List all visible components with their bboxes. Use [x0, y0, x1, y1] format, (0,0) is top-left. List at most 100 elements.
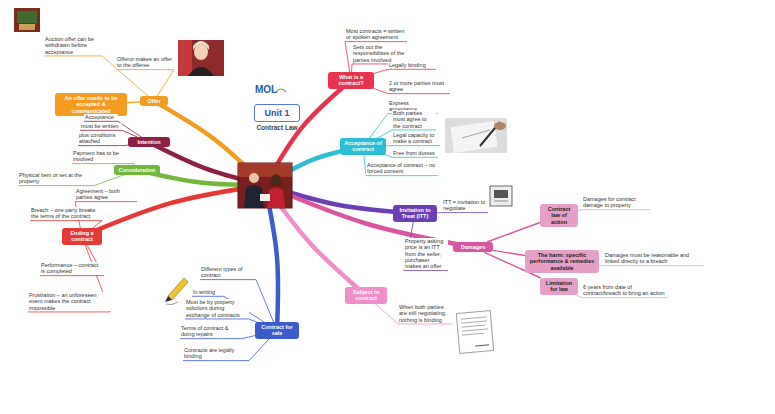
pen-icon — [166, 302, 178, 305]
branch-note: must be written — [80, 123, 122, 129]
node-text: An offer needs to be accepted & communic… — [58, 95, 124, 114]
photo-center — [271, 175, 281, 185]
pen-icon — [168, 278, 188, 300]
topic-box: Contract law of action — [540, 204, 578, 227]
topic-box: Consideration — [114, 165, 160, 175]
topic-box: Subject to contract — [345, 287, 387, 304]
photo-signing — [462, 130, 490, 138]
topic-box: Intention — [128, 137, 170, 147]
node-text: Ending a contract — [65, 230, 99, 243]
topic-box: An offer needs to be accepted & communic… — [55, 93, 127, 116]
node-subtitle: Contract Law — [254, 124, 300, 131]
photo-center — [260, 194, 270, 201]
branch-note: Physical item or set at the property — [18, 172, 94, 185]
topic-box: Limitation for law — [540, 278, 578, 295]
logo-mark — [276, 89, 286, 92]
branch-note: Most contracts = written or spoken agree… — [345, 28, 407, 41]
node-text: Acceptance of contract — [343, 140, 383, 153]
node-text: Contract for sale — [258, 324, 296, 337]
document-icon — [462, 329, 488, 331]
branch-note: Legal capacity to make a contract — [392, 132, 440, 145]
itt-icon — [494, 201, 508, 202]
photo-center — [238, 163, 292, 208]
branch-note: Agreement – both parties agree — [75, 188, 137, 201]
node-text: What is a contract? — [331, 74, 371, 87]
branch-note: 6 years from date of contract/breach to … — [582, 284, 668, 297]
node-text: Invitation to Treat (ITT) — [396, 207, 434, 220]
branch-note: Must be by property solicitors during ex… — [185, 299, 249, 318]
topic-box: Damages — [453, 242, 493, 252]
photo-woman — [178, 40, 224, 76]
branch-note: Auction offer can be withdrawn before ac… — [44, 36, 102, 55]
branch-note: Both parties must agree to the contract — [392, 110, 436, 129]
branch-note: Acceptance of contract – no forced conse… — [366, 162, 438, 175]
document-icon — [461, 317, 487, 319]
topic-box: Invitation to Treat (ITT) — [393, 205, 437, 222]
branch-note: Damages for contract damage to property — [582, 196, 650, 209]
logo-mark — [276, 89, 286, 92]
branch-note: Contracts are legally binding — [183, 347, 249, 360]
photo-woman — [193, 41, 209, 50]
topic-box: The harm: specific performance & remedie… — [525, 250, 599, 273]
building-icon — [19, 24, 35, 30]
node-text: Subject to contract — [348, 289, 384, 302]
itt-icon — [490, 186, 512, 206]
branch-note: Different types of contract — [200, 266, 256, 279]
photo-signing — [445, 118, 507, 153]
branch-note: Legally binding — [388, 62, 436, 68]
branch-note: Damages must be reasonable and linked di… — [604, 252, 704, 265]
branch-note: Terms of contract & doing repairs — [180, 325, 242, 338]
branch-note: When both parties are still negotiating,… — [398, 304, 452, 323]
topic-box: Contract for sale — [255, 322, 299, 339]
connector — [493, 250, 525, 255]
document-icon — [462, 333, 484, 335]
photo-woman — [188, 67, 214, 76]
topic-box: Offer — [140, 96, 168, 106]
node-text: Damages — [456, 244, 490, 250]
node-text: Intention — [131, 139, 167, 145]
branch-note: Free from duress — [392, 150, 438, 156]
branch-note: Breach – one party breaks the terms of t… — [30, 207, 102, 220]
document-icon — [475, 345, 489, 346]
branch-note: Payment has to be involved — [72, 150, 134, 163]
photo-woman — [178, 40, 192, 76]
photo-woman — [178, 40, 224, 76]
branch-note: In writing — [192, 289, 224, 295]
branch-note: Performance – contract is completed — [40, 262, 104, 275]
leader-line — [28, 236, 110, 312]
branch-note: Frustration – an unforeseen event makes … — [28, 292, 110, 311]
leader-lines — [18, 42, 704, 361]
node-text: Unit 1 — [254, 104, 300, 122]
photo-center — [249, 173, 259, 183]
node-text: Offer — [143, 98, 165, 104]
photo-signing — [445, 118, 507, 153]
building-icon — [14, 8, 40, 32]
itt-icon — [494, 190, 508, 198]
topic-box: Acceptance of contract — [340, 138, 386, 155]
leader-line — [404, 213, 448, 270]
connector — [487, 222, 540, 242]
branch-note: 2 or more parties must agree — [388, 80, 450, 93]
document-icon — [461, 321, 487, 323]
node-text: The harm: specific performance & remedie… — [528, 252, 596, 271]
unit-box: Unit 1 Contract Law — [254, 104, 300, 132]
photo-center — [238, 163, 292, 208]
node-text: Limitation for law — [543, 280, 575, 293]
branch-note: Sets out the responsibilities of the par… — [352, 44, 416, 63]
logo-text: MOL — [254, 84, 278, 96]
photo-woman — [194, 44, 208, 60]
branch-note: ITT = invitation to negotiate — [442, 199, 488, 212]
topic-box: What is a contract? — [328, 72, 374, 89]
photo-center — [270, 174, 282, 186]
node-text: Contract law of action — [543, 206, 575, 225]
topic-box: Ending a contract — [62, 228, 102, 245]
photo-signing — [494, 122, 506, 130]
building-icon — [14, 8, 40, 32]
node-text: Consideration — [117, 167, 157, 173]
document-icon — [462, 325, 486, 327]
branch-lines — [82, 80, 473, 330]
document-icon — [456, 311, 493, 354]
branch-note: plus conditions attached — [78, 132, 124, 145]
